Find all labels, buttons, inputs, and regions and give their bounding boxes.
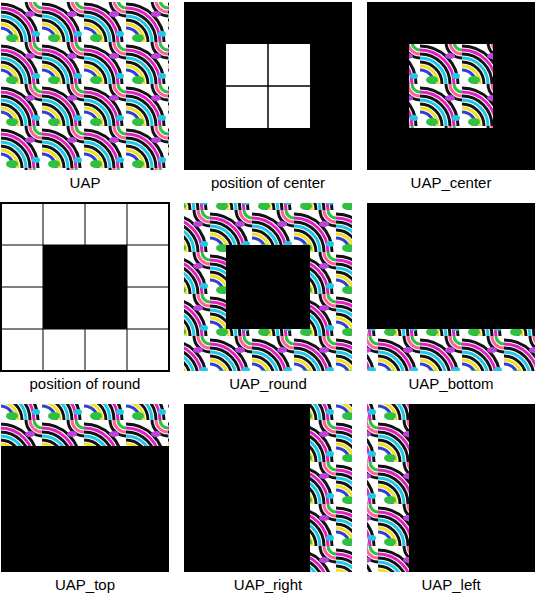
panel-caption: position of round xyxy=(1,375,169,393)
panel-caption: UAP_left xyxy=(367,576,535,594)
panel-caption: UAP_round xyxy=(184,375,352,393)
panel-caption: UAP_top xyxy=(1,576,169,594)
panel-caption: UAP xyxy=(1,174,169,192)
panel-caption: UAP_bottom xyxy=(367,375,535,393)
panel-caption: UAP_center xyxy=(367,174,535,192)
panel-caption: position of center xyxy=(184,174,352,192)
panel-caption: UAP_right xyxy=(184,576,352,594)
